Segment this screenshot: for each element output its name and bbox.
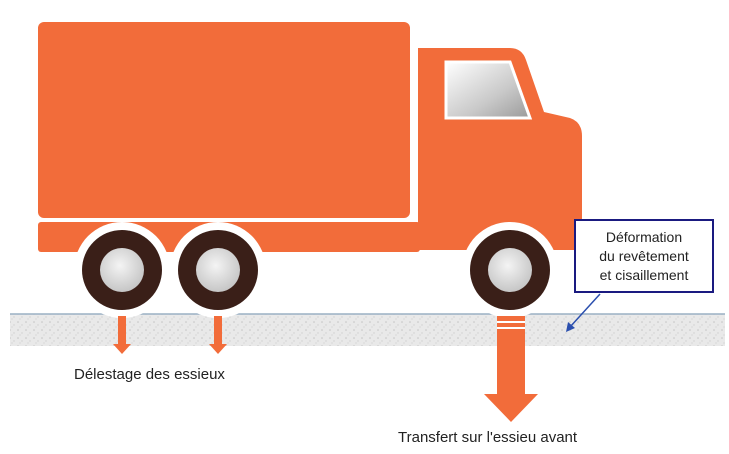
deformation-callout: Déformation du revêtement et cisaillemen…: [574, 219, 714, 293]
truck-icon: [32, 18, 582, 318]
rear-wheel-2: [170, 222, 266, 318]
callout-line-2: du revêtement: [599, 247, 689, 266]
callout-line-1: Déformation: [606, 228, 682, 247]
front-axle-transfer-label: Transfert sur l'essieu avant: [398, 429, 577, 446]
callout-line-3: et cisaillement: [600, 266, 689, 285]
rear-wheel-1: [74, 222, 170, 318]
axle-unloading-label: Délestage des essieux: [74, 366, 225, 383]
truck-cargo-box: [38, 22, 410, 218]
road-surface: [10, 314, 725, 346]
front-wheel: [462, 222, 558, 318]
